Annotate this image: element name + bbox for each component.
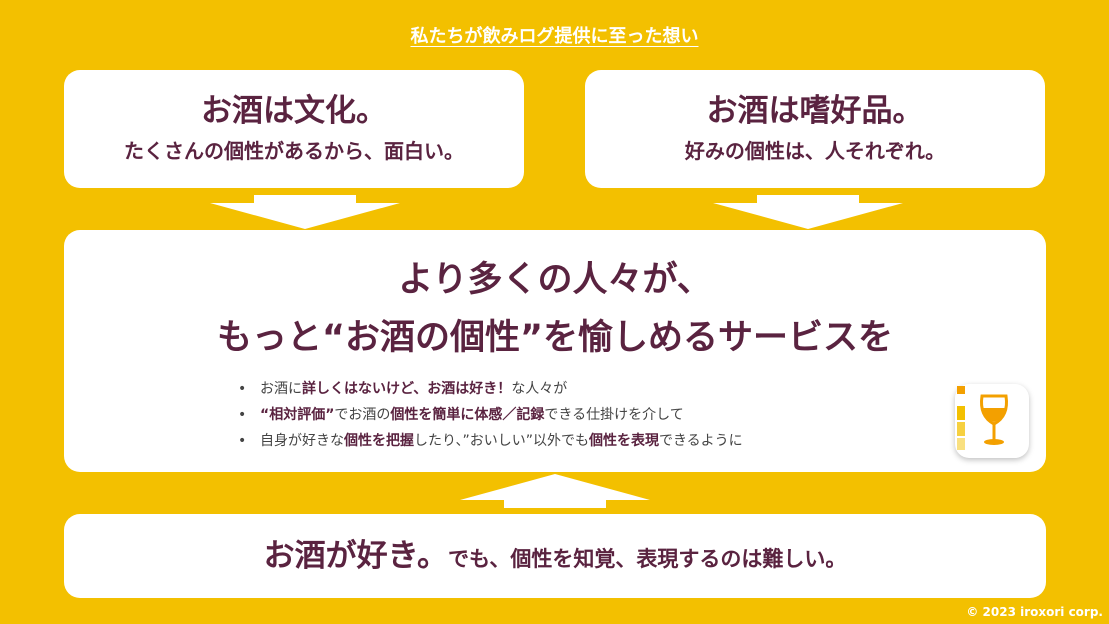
bullet-text: できるように: [658, 433, 743, 449]
culture-title: お酒は文化。: [201, 93, 387, 129]
vision-bullet: • 自身が好きな個性を把握したり、”おいしい”以外でも個性を表現できるように: [238, 428, 743, 454]
bullet-text: できる仕掛けを介して: [544, 407, 684, 423]
vision-bullet: • “相対評価”でお酒の個性を簡単に体感／記録できる仕掛けを介して: [238, 402, 743, 428]
vision-line-2: もっと“お酒の個性”を愉しめるサービスを: [216, 318, 893, 358]
preference-subtitle: 好みの個性は、人それぞれ。: [684, 139, 946, 163]
preference-box: お酒は嗜好品。 好みの個性は、人それぞれ。: [585, 70, 1045, 188]
problem-strong: お酒が好き。: [263, 538, 449, 574]
bullet-text: 自身が好きな: [260, 433, 344, 449]
vision-bullet: • お酒に詳しくはないけど、お酒は好き！な人々が: [238, 376, 743, 402]
bullet-dot: •: [238, 433, 247, 449]
down-arrow-left: [210, 195, 400, 229]
bullet-emphasis: “相対評価”: [260, 407, 335, 423]
culture-subtitle: たくさんの個性があるから、面白い。: [124, 139, 464, 163]
bullet-text: したり、”おいしい”以外でも: [414, 433, 589, 449]
page-heading: 私たちが飲みログ提供に至った想い: [410, 26, 699, 47]
wine-glass-icon: [957, 386, 1008, 450]
copyright: © 2023 iroxori corp.: [966, 605, 1103, 619]
vision-bullet-list: • お酒に詳しくはないけど、お酒は好き！な人々が • “相対評価”でお酒の個性を簡単に…: [238, 376, 743, 454]
preference-title: お酒は嗜好品。: [706, 93, 924, 129]
bullet-emphasis: 個性を把握: [344, 433, 414, 449]
problem-rest: でも、個性を知覚、表現するのは難しい。: [448, 547, 847, 571]
bullet-text: でお酒の: [334, 407, 391, 423]
bullet-emphasis: 個性を簡単に体感／記録: [390, 407, 545, 423]
bullet-text: な人々が: [511, 381, 568, 397]
vision-line-1: より多くの人々が、: [398, 260, 712, 300]
bullet-emphasis: 詳しくはないけど、お酒は好き！: [302, 381, 512, 397]
bullet-dot: •: [238, 407, 247, 423]
bullet-dot: •: [238, 381, 247, 397]
app-icon: [955, 384, 1029, 458]
bullet-emphasis: 個性を表現: [588, 433, 659, 449]
down-arrow-right: [713, 195, 903, 229]
culture-box: お酒は文化。 たくさんの個性があるから、面白い。: [64, 70, 524, 188]
problem-text: お酒が好き。でも、個性を知覚、表現するのは難しい。: [64, 536, 1046, 581]
bullet-text: お酒に: [260, 381, 302, 397]
vision-box: より多くの人々が、 もっと“お酒の個性”を愉しめるサービスを • お酒に詳しくはな…: [64, 230, 1046, 472]
up-arrow: [460, 474, 650, 508]
problem-box: お酒が好き。でも、個性を知覚、表現するのは難しい。: [64, 514, 1046, 598]
